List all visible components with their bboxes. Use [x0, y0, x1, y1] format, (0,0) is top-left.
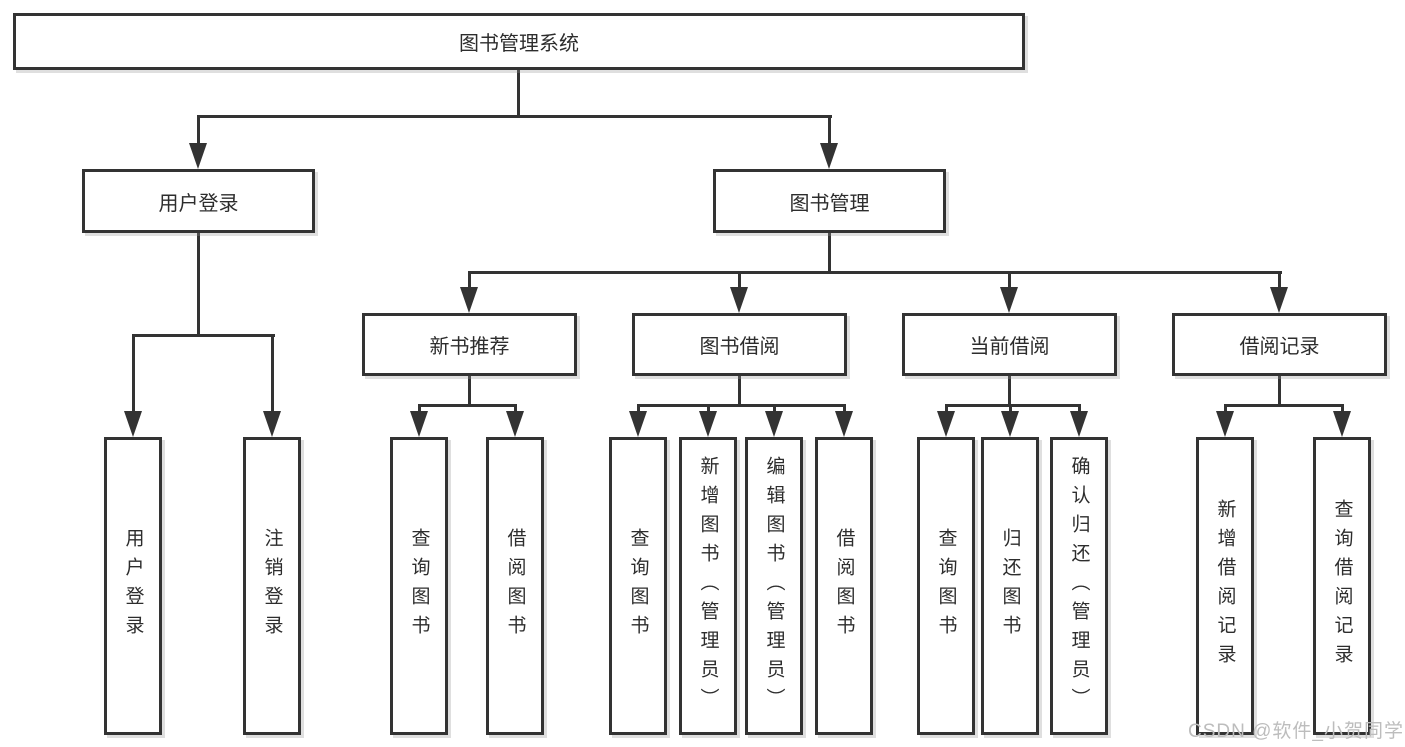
- connector-line: [197, 115, 832, 118]
- connector-line: [1008, 376, 1011, 406]
- connector-line: [738, 376, 741, 406]
- connector-line: [945, 404, 1081, 407]
- arrowhead-icon: [629, 411, 647, 437]
- connector-line: [1078, 404, 1081, 413]
- arrowhead-icon: [410, 411, 428, 437]
- arrowhead-icon: [1001, 411, 1019, 437]
- connector-line: [197, 115, 200, 145]
- leaf-query-book-recommend: 查询图书: [390, 437, 448, 735]
- connector-line: [843, 404, 846, 413]
- connector-line: [773, 404, 776, 413]
- arrowhead-icon: [506, 411, 524, 437]
- leaf-logout-label: 注销登录: [261, 528, 283, 644]
- node-new-book-recommend: 新书推荐: [362, 313, 577, 376]
- connector-line: [271, 334, 274, 413]
- arrowhead-icon: [1333, 411, 1351, 437]
- connector-line: [468, 271, 1282, 274]
- leaf-borrow-book-recommend: 借阅图书: [486, 437, 544, 735]
- node-book-borrow: 图书借阅: [632, 313, 847, 376]
- connector-line: [1224, 404, 1344, 407]
- node-new-book-recommend-label: 新书推荐: [429, 336, 510, 358]
- node-current-borrow: 当前借阅: [902, 313, 1117, 376]
- leaf-borrow-book: 借阅图书: [815, 437, 873, 735]
- connector-line: [197, 233, 200, 336]
- leaf-query-book-borrow-label: 查询图书: [627, 528, 649, 644]
- connector-line: [1224, 404, 1227, 413]
- node-user-login: 用户登录: [82, 169, 315, 233]
- connector-line: [1008, 271, 1011, 289]
- arrowhead-icon: [124, 411, 142, 437]
- connector-line: [132, 334, 275, 337]
- arrowhead-icon: [730, 287, 748, 313]
- connector-line: [418, 404, 421, 413]
- arrowhead-icon: [1000, 287, 1018, 313]
- arrowhead-icon: [835, 411, 853, 437]
- connector-line: [418, 404, 517, 407]
- connector-line: [637, 404, 640, 413]
- connector-line: [517, 70, 520, 117]
- connector-line: [468, 376, 471, 406]
- arrowhead-icon: [460, 287, 478, 313]
- leaf-borrow-book-label: 借阅图书: [833, 528, 855, 644]
- watermark: CSDN @软件_小贺同学: [1188, 721, 1404, 742]
- arrowhead-icon: [1216, 411, 1234, 437]
- connector-line: [828, 115, 831, 145]
- leaf-return-book-label: 归还图书: [999, 528, 1021, 644]
- arrowhead-icon: [820, 143, 838, 169]
- leaf-confirm-return-admin: 确认归还（管理员）: [1050, 437, 1108, 735]
- leaf-confirm-return-admin-label: 确认归还（管理员）: [1068, 455, 1090, 717]
- connector-line: [738, 271, 741, 289]
- leaf-query-book-borrow: 查询图书: [609, 437, 667, 735]
- leaf-logout: 注销登录: [243, 437, 301, 735]
- leaf-add-book-admin: 新增图书（管理员）: [679, 437, 737, 735]
- arrowhead-icon: [937, 411, 955, 437]
- leaf-query-book-recommend-label: 查询图书: [408, 528, 430, 644]
- leaf-edit-book-admin: 编辑图书（管理员）: [745, 437, 803, 735]
- node-root-label: 图书管理系统: [459, 33, 579, 55]
- leaf-return-book: 归还图书: [981, 437, 1039, 735]
- node-current-borrow-label: 当前借阅: [969, 336, 1050, 358]
- leaf-add-borrow-record: 新增借阅记录: [1196, 437, 1254, 735]
- node-root: 图书管理系统: [13, 13, 1025, 70]
- arrowhead-icon: [699, 411, 717, 437]
- node-book-management: 图书管理: [713, 169, 946, 233]
- leaf-query-borrow-record: 查询借阅记录: [1313, 437, 1371, 735]
- node-borrow-records: 借阅记录: [1172, 313, 1387, 376]
- leaf-add-book-admin-label: 新增图书（管理员）: [697, 455, 719, 717]
- leaf-add-borrow-record-label: 新增借阅记录: [1214, 499, 1236, 673]
- connector-line: [1278, 376, 1281, 406]
- leaf-user-login-label: 用户登录: [122, 528, 144, 644]
- arrowhead-icon: [765, 411, 783, 437]
- node-borrow-records-label: 借阅记录: [1239, 336, 1320, 358]
- leaf-query-book-current-label: 查询图书: [935, 528, 957, 644]
- arrowhead-icon: [189, 143, 207, 169]
- connector-line: [637, 404, 846, 407]
- connector-line: [1341, 404, 1344, 413]
- connector-line: [514, 404, 517, 413]
- leaf-query-borrow-record-label: 查询借阅记录: [1331, 499, 1353, 673]
- leaf-edit-book-admin-label: 编辑图书（管理员）: [763, 455, 785, 717]
- arrowhead-icon: [263, 411, 281, 437]
- connector-line: [945, 404, 948, 413]
- connector-line: [1009, 404, 1012, 413]
- connector-line: [1278, 271, 1281, 289]
- node-user-login-label: 用户登录: [158, 192, 239, 215]
- connector-line: [707, 404, 710, 413]
- node-book-management-label: 图书管理: [789, 192, 870, 215]
- connector-line: [828, 233, 831, 273]
- leaf-user-login: 用户登录: [104, 437, 162, 735]
- arrowhead-icon: [1270, 287, 1288, 313]
- leaf-borrow-book-recommend-label: 借阅图书: [504, 528, 526, 644]
- connector-line: [468, 271, 471, 289]
- leaf-query-book-current: 查询图书: [917, 437, 975, 735]
- arrowhead-icon: [1070, 411, 1088, 437]
- node-book-borrow-label: 图书借阅: [699, 336, 780, 358]
- connector-line: [132, 334, 135, 413]
